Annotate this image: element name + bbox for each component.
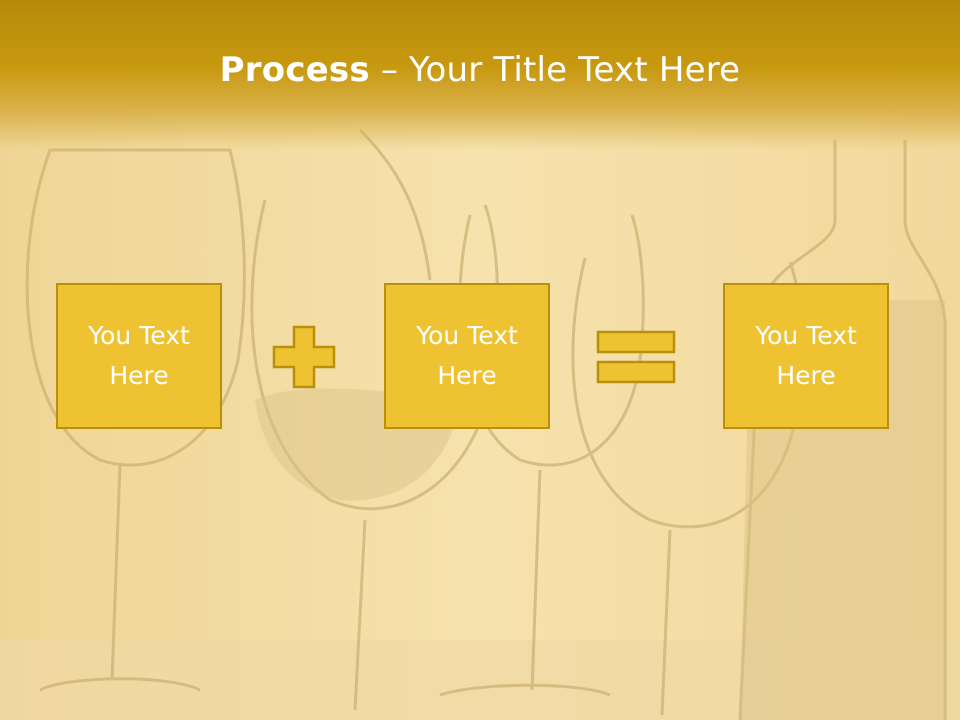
process-box-1[interactable]: You Text Here [56,283,222,429]
process-box-2[interactable]: You Text Here [384,283,550,429]
slide-title: Process – Your Title Text Here [0,50,960,90]
process-box-2-text[interactable]: You Text Here [416,321,518,390]
plus-icon [272,325,336,389]
title-band [0,0,960,150]
process-box-1-text[interactable]: You Text Here [88,321,190,390]
title-bold-part: Process [219,50,370,90]
equals-icon [596,330,676,384]
title-text: Your Title Text Here [409,50,741,90]
title-separator: – [369,50,410,90]
process-box-3[interactable]: You Text Here [723,283,889,429]
process-box-3-text[interactable]: You Text Here [755,321,857,390]
